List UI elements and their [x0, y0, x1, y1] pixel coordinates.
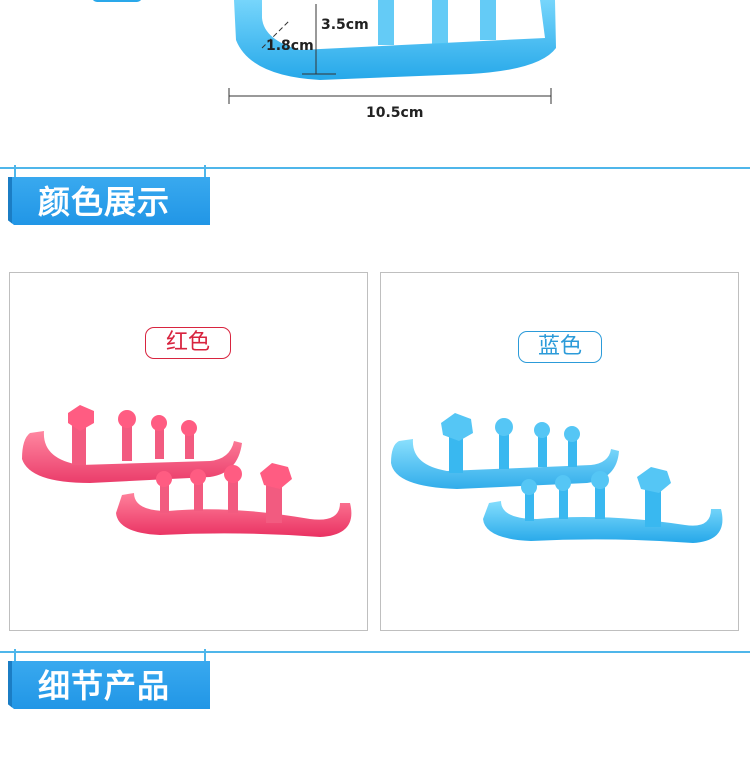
section-title-tag: 颜色展示 — [8, 177, 210, 225]
product-dimension-view: 3.5cm 1.8cm 10.5cm — [0, 0, 750, 140]
section-header-product-details: 细节产品 — [0, 649, 750, 715]
variant-panel-red: 红色 — [9, 272, 368, 631]
section-title-tag: 细节产品 — [8, 661, 210, 709]
section-title: 细节产品 — [38, 667, 171, 705]
variant-label-red: 红色 — [145, 327, 231, 359]
variant-panel-blue: 蓝色 — [380, 272, 739, 631]
length-dimension-label: 10.5cm — [366, 105, 424, 121]
height-dimension-label: 3.5cm — [321, 17, 369, 33]
section-title: 颜色展示 — [38, 183, 171, 221]
section-divider — [0, 651, 750, 653]
width-dimension-label: 1.8cm — [266, 38, 314, 54]
red-product-image — [22, 405, 352, 537]
dimension-product-illustration — [93, 0, 556, 104]
variant-label-blue: 蓝色 — [518, 331, 602, 363]
blue-product-image — [391, 413, 723, 543]
section-header-color-display: 颜色展示 — [0, 165, 750, 231]
section-divider — [0, 167, 750, 169]
